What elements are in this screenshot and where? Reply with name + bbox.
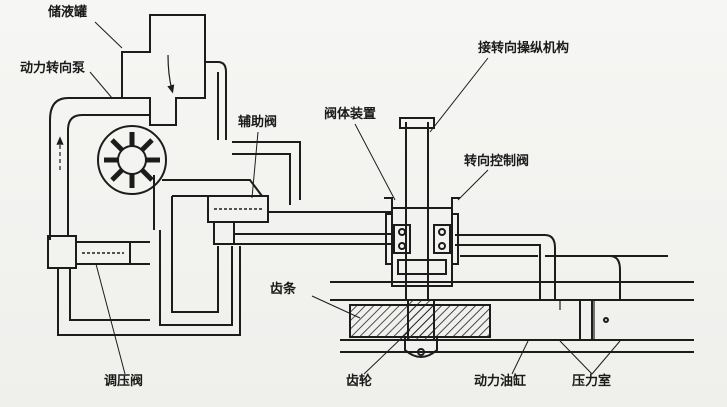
pressure-regulating-valve bbox=[47, 235, 150, 269]
control-valve-spool bbox=[393, 224, 451, 275]
auxiliary-valve bbox=[207, 195, 269, 245]
power-steering-pump-label: 动力转向泵 bbox=[20, 61, 86, 76]
pressure-chamber-label: 压力室 bbox=[572, 374, 612, 389]
pinion-gear-label: 齿轮 bbox=[346, 374, 373, 389]
pinion-gear bbox=[404, 299, 438, 358]
bottom-loop-line bbox=[57, 246, 241, 336]
valve-body-assembly-label: 阀体装置 bbox=[324, 107, 377, 122]
steering-shaft bbox=[399, 117, 435, 300]
rack-label: 齿条 bbox=[270, 282, 297, 297]
auxiliary-valve-label: 辅助阀 bbox=[238, 115, 278, 130]
return-line-to-reservoir bbox=[205, 61, 301, 205]
steering-control-valve-label: 转向控制阀 bbox=[464, 154, 530, 169]
central-return-column bbox=[159, 196, 233, 326]
cylinder-feed-lines bbox=[455, 234, 668, 310]
pump-supply-line bbox=[49, 97, 150, 240]
valve-body bbox=[384, 197, 460, 287]
steering-linkage-label: 接转向操纵机构 bbox=[478, 41, 570, 56]
leader-lines bbox=[89, 21, 621, 375]
reservoir-label: 储液罐 bbox=[48, 5, 88, 20]
reservoir-tank bbox=[121, 14, 206, 126]
power-cylinder-label: 动力油缸 bbox=[474, 374, 527, 389]
pressure-regulating-valve-label: 调压阀 bbox=[104, 374, 144, 389]
power-steering-pump bbox=[97, 125, 167, 195]
pressure-line-to-control-valve bbox=[234, 211, 392, 245]
